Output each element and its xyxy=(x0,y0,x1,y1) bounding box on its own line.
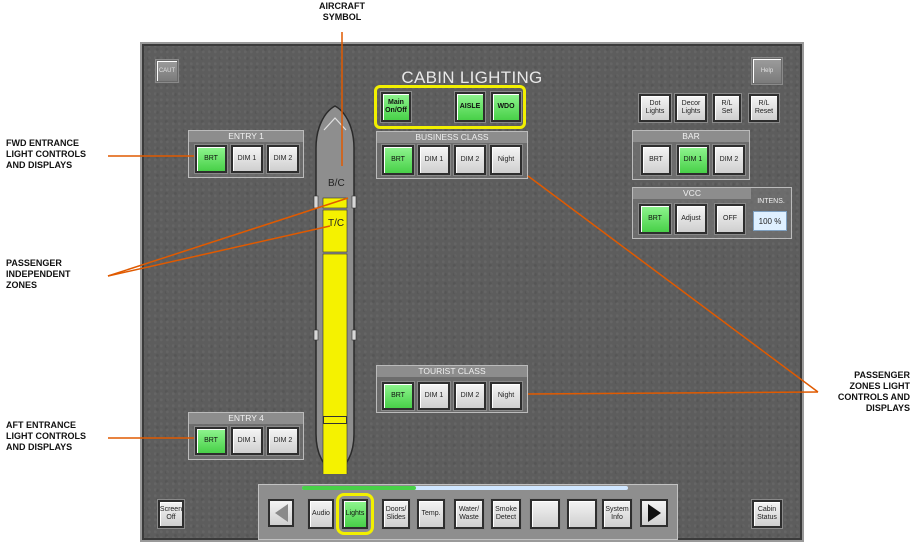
aisle-button[interactable]: AISLE xyxy=(455,92,485,122)
leader-zones-tourist xyxy=(527,391,819,395)
arrow-right-icon xyxy=(647,504,661,522)
nav-audio-button[interactable]: Audio xyxy=(308,499,334,529)
zone-tourist-class xyxy=(322,253,348,474)
nav-blank-button-1[interactable] xyxy=(530,499,560,529)
aircraft-door-fwd-right xyxy=(351,195,357,209)
zone-aft-entry xyxy=(323,416,347,424)
bar-title: BAR xyxy=(633,131,749,142)
aircraft-door-mid-right xyxy=(351,329,357,341)
business-night-button[interactable]: Night xyxy=(490,145,522,175)
zone-business-class xyxy=(322,209,348,253)
tourist-brt-button[interactable]: BRT xyxy=(382,382,414,410)
vcc-intensity-display: 100 % xyxy=(753,211,787,231)
tourist-night-button[interactable]: Night xyxy=(490,382,522,410)
nav-prev-button[interactable] xyxy=(268,499,294,527)
nav-water-waste-button[interactable]: Water/Waste xyxy=(454,499,484,529)
bar-dim1-button[interactable]: DIM 1 xyxy=(677,145,709,175)
wdo-button[interactable]: WDO xyxy=(491,92,521,122)
page-title: CABIN LIGHTING xyxy=(401,68,543,87)
business-class-title: BUSINESS CLASS xyxy=(377,132,527,143)
leader-independent-zone-bc xyxy=(107,197,349,277)
entry4-title: ENTRY 4 xyxy=(189,413,303,424)
nav-doors-slides-button[interactable]: Doors/Slides xyxy=(382,499,410,529)
tourist-class-title: TOURIST CLASS xyxy=(377,366,527,377)
nav-lights-button[interactable]: Lights xyxy=(342,499,368,529)
nav-temp-button[interactable]: Temp. xyxy=(417,499,445,529)
nav-next-button[interactable] xyxy=(640,499,668,527)
main-controls-highlight xyxy=(374,85,526,129)
leader-zones-business xyxy=(527,175,819,393)
tourist-dim2-button[interactable]: DIM 2 xyxy=(454,382,486,410)
caut-button[interactable]: CAUT xyxy=(156,60,178,82)
help-button[interactable]: Help xyxy=(752,58,782,84)
vcc-adjust-button[interactable]: Adjust xyxy=(675,204,707,234)
vcc-brt-button[interactable]: BRT xyxy=(639,204,671,234)
bar-dim2-button[interactable]: DIM 2 xyxy=(713,145,745,175)
vcc-off-button[interactable]: OFF xyxy=(715,204,745,234)
entry4-dim1-button[interactable]: DIM 1 xyxy=(231,427,263,455)
aircraft-symbol xyxy=(313,105,357,474)
zone-tc-label: T/C xyxy=(328,218,345,229)
nav-progress-track xyxy=(302,486,628,490)
tourist-dim1-button[interactable]: DIM 1 xyxy=(418,382,450,410)
entry1-dim1-button[interactable]: DIM 1 xyxy=(231,145,263,173)
entry1-title: ENTRY 1 xyxy=(189,131,303,142)
bar-brt-button[interactable]: BRT xyxy=(641,145,671,175)
business-dim2-button[interactable]: DIM 2 xyxy=(454,145,486,175)
zone-bc-label: B/C xyxy=(328,178,345,189)
vcc-intens-label: INTENS. xyxy=(757,198,785,205)
arrow-left-icon xyxy=(274,504,288,522)
nav-blank-button-2[interactable] xyxy=(567,499,597,529)
nav-lights-highlight xyxy=(336,493,374,535)
business-dim1-button[interactable]: DIM 1 xyxy=(418,145,450,175)
entry4-brt-button[interactable]: BRT xyxy=(195,427,227,455)
entry1-dim2-button[interactable]: DIM 2 xyxy=(267,145,299,173)
entry4-dim2-button[interactable]: DIM 2 xyxy=(267,427,299,455)
leader-independent-zone-tc xyxy=(107,225,331,277)
business-brt-button[interactable]: BRT xyxy=(382,145,414,175)
vcc-title: VCC xyxy=(633,188,751,199)
nav-progress-fill xyxy=(302,486,417,490)
entry1-brt-button[interactable]: BRT xyxy=(195,145,227,173)
aircraft-door-mid-left xyxy=(313,329,319,341)
